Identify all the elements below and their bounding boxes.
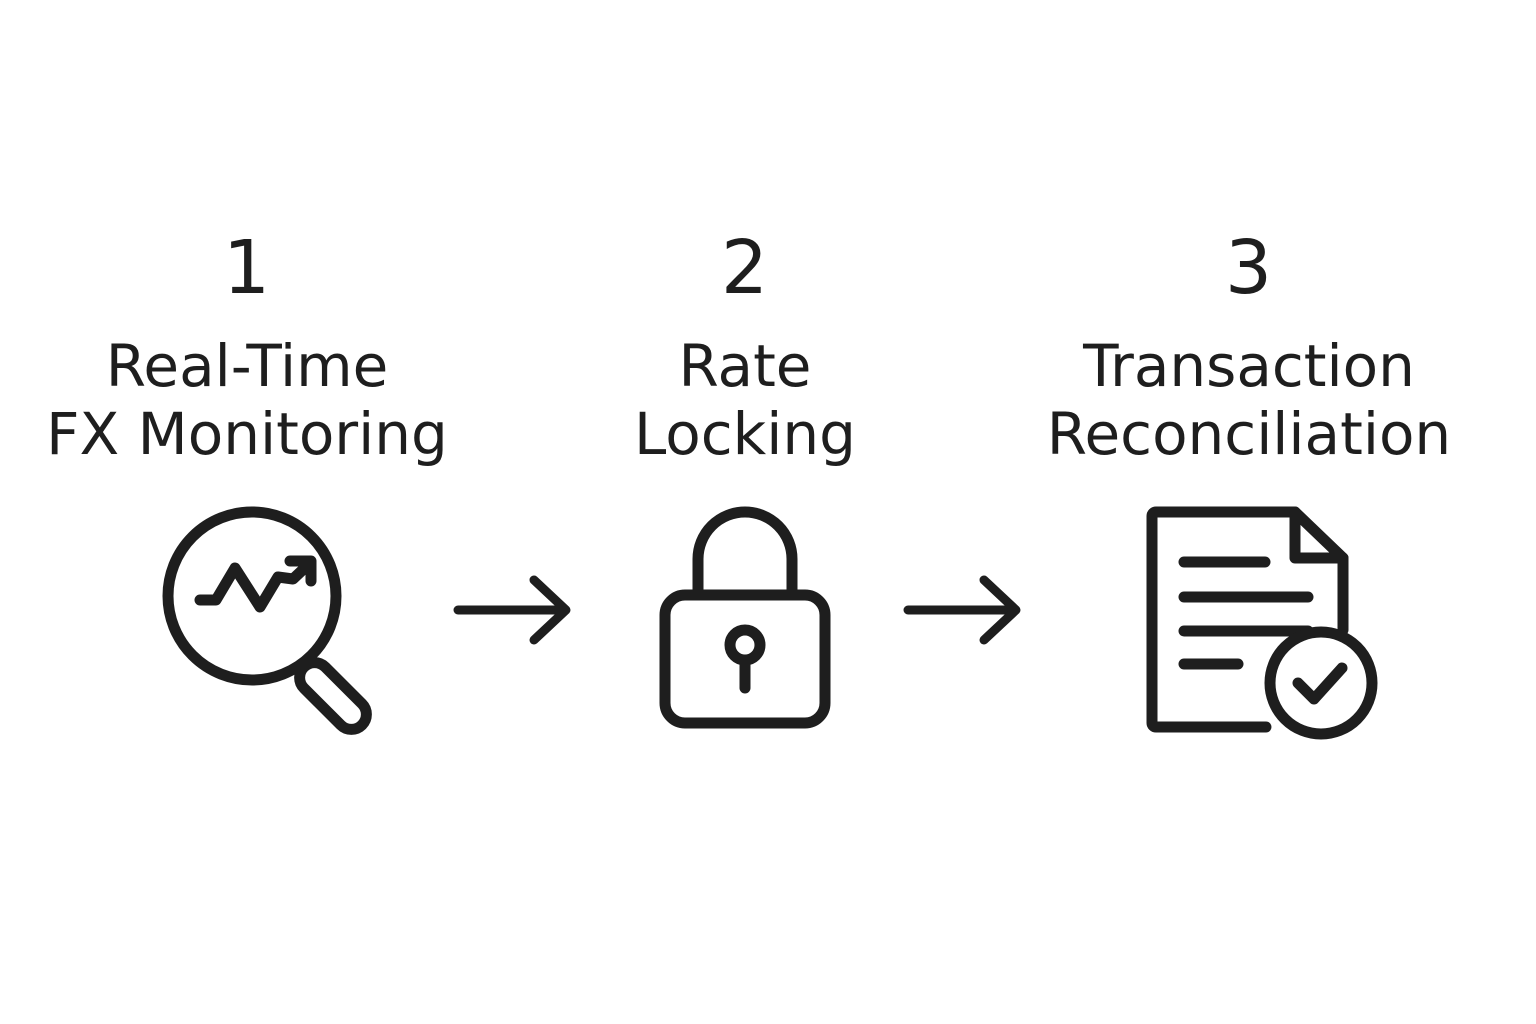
arrow-right-icon [453,575,571,645]
step-title: Rate Locking [515,332,975,468]
step-title-line: Reconciliation [1046,400,1452,468]
document-check-icon [1146,506,1378,740]
step-title: Real-Time FX Monitoring [17,332,477,468]
step-number: 1 [222,225,272,311]
padlock-icon [659,506,831,729]
magnifier-chart-icon [162,506,372,735]
step-title-line: FX Monitoring [46,400,448,468]
arrow-right-icon [903,575,1021,645]
step-title-line: Transaction [1083,332,1415,400]
step-title-line: Rate [678,332,812,400]
step-number: 2 [720,225,770,311]
step-number: 3 [1224,225,1274,311]
step-title-line: Locking [634,400,856,468]
step-title-line: Real-Time [105,332,389,400]
step-title: Transaction Reconciliation [1019,332,1479,468]
